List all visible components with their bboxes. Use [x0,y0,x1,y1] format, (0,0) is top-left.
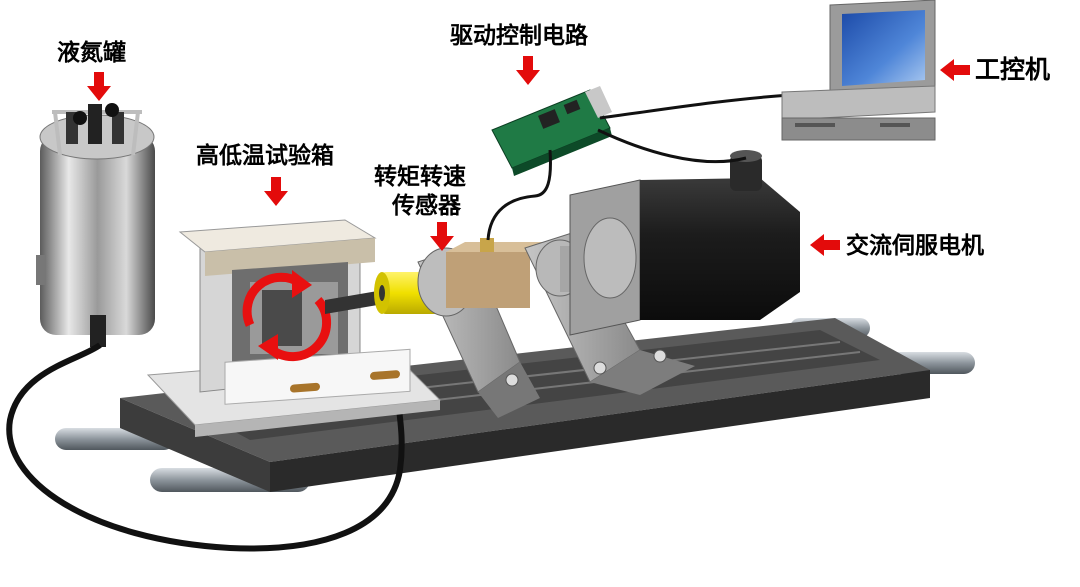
rotation-arrows-icon [242,270,332,362]
industrial-pc [781,0,936,141]
torque-sensor [417,238,545,418]
red-arrow-icon [940,59,970,81]
red-arrow-icon [516,56,540,85]
ipc-cable [599,93,791,120]
red-arrow-icon [264,177,288,206]
label-motor: 交流伺服电机 [846,233,984,259]
label-sensor-line1: 转矩转速 [374,164,466,190]
motor-cable [597,128,747,164]
ac-servo-motor [569,150,800,336]
red-arrow-icon [430,222,454,251]
temperature-chamber [146,219,442,437]
label-sensor-line2: 传感器 [392,193,461,219]
drive-circuit-board [491,86,612,176]
sensor-cable [486,149,552,241]
ln2-tank [36,103,155,347]
ln2-hose [6,342,405,552]
red-arrow-icon [810,234,840,256]
label-chamber: 高低温试验箱 [196,143,334,169]
red-arrow-icon [87,72,111,101]
label-ln2-tank: 液氮罐 [57,40,126,66]
label-drive-circuit: 驱动控制电路 [450,23,588,49]
label-ipc: 工控机 [975,55,1051,84]
